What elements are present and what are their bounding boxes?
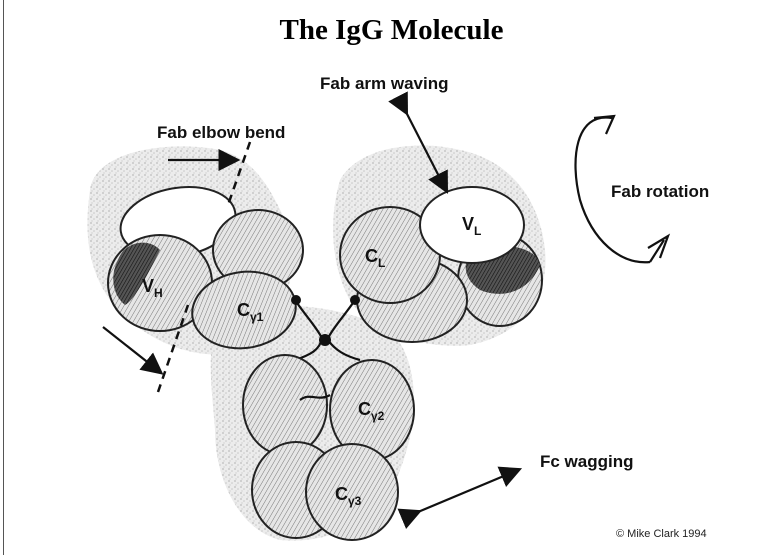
fc-wagging-arrow xyxy=(418,470,518,512)
cg3-domain xyxy=(306,444,398,540)
left-cg2-domain xyxy=(243,355,327,455)
fab-elbow-bend-label: Fab elbow bend xyxy=(157,123,285,143)
fab-arm-waving-label: Fab arm waving xyxy=(320,74,448,94)
fc-wagging-label: Fc wagging xyxy=(540,452,634,472)
copyright-text: © Mike Clark 1994 xyxy=(616,528,707,540)
fab-rotation-label: Fab rotation xyxy=(611,182,709,202)
